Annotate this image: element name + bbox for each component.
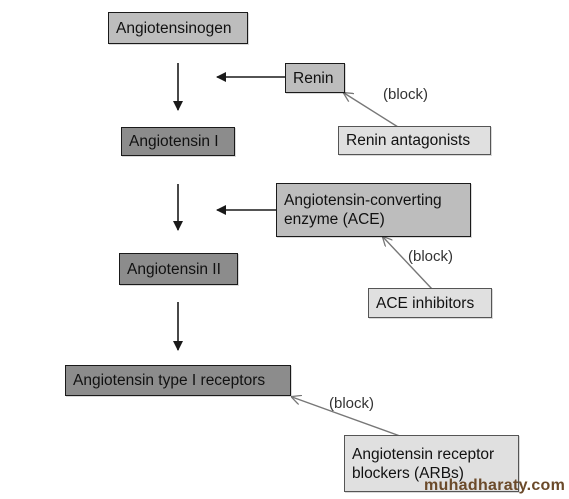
- block-arrow-renin: [344, 93, 399, 128]
- block-label-renin: (block): [383, 86, 429, 103]
- node-angiotensin-1-label: Angiotensin I: [129, 133, 219, 150]
- node-angiotensinogen: Angiotensinogen: [108, 12, 248, 44]
- block-label-receptor: (block): [329, 395, 375, 412]
- node-angiotensinogen-label: Angiotensinogen: [116, 19, 232, 37]
- node-at1-receptors: Angiotensin type I receptors: [65, 365, 291, 396]
- node-arbs: Angiotensin receptor blockers (ARBs): [344, 435, 519, 492]
- node-arbs-label: Angiotensin receptor blockers (ARBs): [352, 445, 495, 482]
- node-ace: Angiotensin-converting enzyme (ACE): [276, 183, 471, 237]
- block-arrow-ace: [383, 237, 433, 290]
- node-renin-label: Renin: [293, 69, 334, 87]
- watermark: muhadharaty.com: [424, 477, 566, 494]
- node-at1-receptors-label: Angiotensin type I receptors: [73, 372, 266, 389]
- node-angiotensin-2-label: Angiotensin II: [127, 260, 221, 278]
- node-angiotensin-2: Angiotensin II: [119, 253, 238, 285]
- block-arrow-receptor: [292, 397, 401, 437]
- block-label-ace: (block): [408, 248, 454, 265]
- node-ace-label: Angiotensin-converting enzyme (ACE): [284, 192, 442, 228]
- node-renin: Renin: [285, 63, 345, 93]
- node-ace-inhibitors-label: ACE inhibitors: [376, 294, 475, 312]
- node-angiotensin-1: Angiotensin I: [121, 127, 235, 156]
- node-renin-antagonists-label: Renin antagonists: [346, 132, 471, 149]
- node-renin-antagonists: Renin antagonists: [338, 126, 491, 155]
- node-ace-inhibitors: ACE inhibitors: [368, 288, 492, 318]
